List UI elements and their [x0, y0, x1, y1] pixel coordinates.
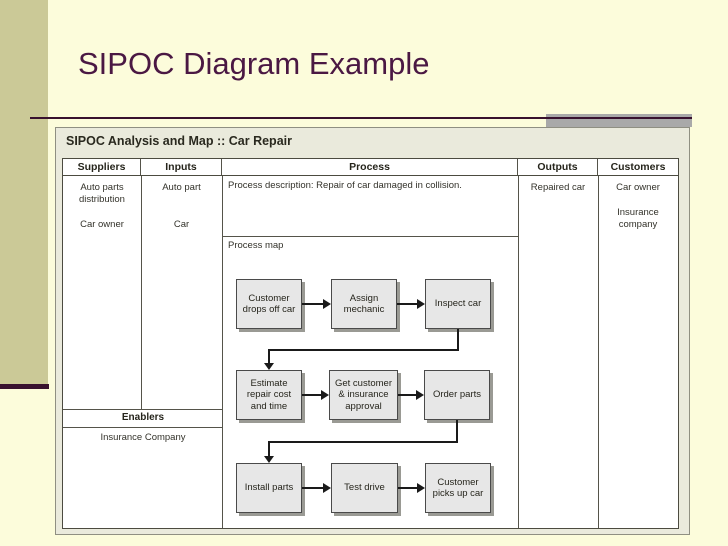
divider-suppliers-inputs — [141, 176, 142, 409]
arrow-line — [397, 303, 417, 305]
outputs-item: Repaired car — [530, 182, 586, 193]
arrow-line — [302, 487, 323, 489]
sipoc-panel: SIPOC Analysis and Map :: Car Repair Sup… — [55, 127, 690, 535]
column-header-suppliers: Suppliers — [63, 159, 141, 175]
sidebar-end-rule — [0, 384, 49, 389]
divider-outputs-customers — [598, 176, 599, 528]
connector-segment — [456, 420, 458, 442]
column-header-inputs: Inputs — [141, 159, 222, 175]
divider-process-outputs — [518, 176, 519, 528]
suppliers-item: Car owner — [80, 219, 124, 230]
sidebar-accent-bar — [0, 0, 48, 385]
arrow-line — [302, 303, 323, 305]
enablers-header: Enablers — [63, 410, 223, 428]
sipoc-table: Suppliers Inputs Process Outputs Custome… — [62, 158, 679, 529]
arrow-right-icon — [417, 299, 425, 309]
arrow-right-icon — [323, 483, 331, 493]
process-map-cell: Process map Customer drops off car Assig… — [223, 237, 518, 528]
enablers-item: Insurance Company — [100, 432, 186, 443]
flow-box-customer-drops-off-car: Customer drops off car — [236, 279, 302, 329]
arrow-down-icon — [264, 456, 274, 463]
arrow-line — [398, 394, 416, 396]
flow-box-install-parts: Install parts — [236, 463, 302, 513]
arrow-line — [398, 487, 417, 489]
connector-segment — [268, 441, 458, 443]
column-header-outputs: Outputs — [518, 159, 598, 175]
flow-box-assign-mechanic: Assign mechanic — [331, 279, 397, 329]
flow-box-customer-picks-up-car: Customer picks up car — [425, 463, 491, 513]
column-header-customers: Customers — [610, 161, 666, 173]
customers-item: Insurance company — [617, 207, 659, 230]
connector-segment — [268, 349, 459, 351]
flow-box-estimate-repair-cost: Estimate repair cost and time — [236, 370, 302, 420]
process-map-label: Process map — [228, 240, 284, 251]
arrow-right-icon — [416, 390, 424, 400]
arrow-right-icon — [321, 390, 329, 400]
flow-box-test-drive: Test drive — [331, 463, 398, 513]
divider-inputs-process — [222, 176, 223, 528]
process-description-cell: Process description: Repair of car damag… — [223, 176, 518, 237]
connector-segment — [268, 349, 270, 363]
panel-title: SIPOC Analysis and Map :: Car Repair — [66, 134, 292, 148]
page-title: SIPOC Diagram Example — [78, 46, 430, 81]
inputs-item: Auto part — [162, 182, 201, 193]
arrow-right-icon — [323, 299, 331, 309]
title-underline — [30, 117, 692, 119]
customers-item: Car owner — [616, 182, 660, 193]
column-header-process: Process — [222, 159, 518, 175]
enablers-section: Enablers Insurance Company — [63, 409, 223, 443]
connector-segment — [457, 329, 459, 350]
flow-box-inspect-car: Inspect car — [425, 279, 491, 329]
inputs-item: Car — [173, 219, 190, 230]
flow-box-order-parts: Order parts — [424, 370, 490, 420]
arrow-right-icon — [417, 483, 425, 493]
connector-segment — [268, 441, 270, 456]
title-gray-band — [546, 114, 692, 127]
table-header-row: Suppliers Inputs Process Outputs Custome… — [63, 159, 678, 176]
arrow-line — [302, 394, 321, 396]
flow-box-get-approval: Get customer & insurance approval — [329, 370, 398, 420]
arrow-down-icon — [264, 363, 274, 370]
suppliers-item: Auto parts distribution — [79, 182, 125, 205]
